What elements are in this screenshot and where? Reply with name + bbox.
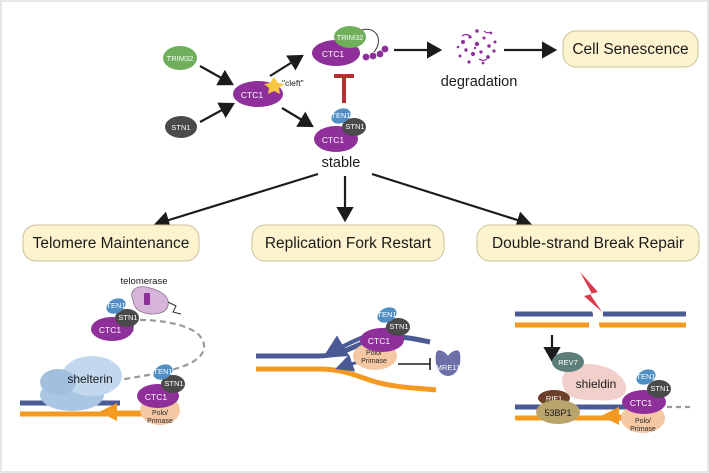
svg-text:Primase: Primase bbox=[361, 358, 387, 365]
svg-text:Polo/: Polo/ bbox=[366, 350, 382, 357]
svg-text:CTC1: CTC1 bbox=[368, 336, 390, 346]
svg-text:STN1: STN1 bbox=[389, 322, 408, 331]
svg-text:RIF1: RIF1 bbox=[546, 394, 562, 403]
dsb-repair-box: Double-strand Break Repair bbox=[476, 224, 700, 262]
svg-text:TEN1: TEN1 bbox=[153, 367, 172, 376]
telomerase-label: telomerase bbox=[121, 276, 168, 287]
shelterin-complex: shelterin bbox=[40, 356, 122, 411]
arrow-to-dsb-repair bbox=[371, 172, 533, 229]
degradation-fragments bbox=[456, 29, 497, 65]
mre11-protein: MRE11 bbox=[435, 350, 461, 376]
svg-text:Polo/: Polo/ bbox=[635, 418, 651, 425]
53bp1-protein: 53BP1 bbox=[536, 400, 580, 424]
replication-fork-restart-label: Replication Fork Restart bbox=[265, 235, 432, 252]
svg-text:CTC1: CTC1 bbox=[145, 392, 167, 402]
fork-panel: Polo/ Primase CTC1 STN1 TEN1 MRE11 bbox=[256, 307, 461, 393]
ctc1-trim32-ubiquitinated: CTC1 TRIM32 bbox=[312, 26, 389, 66]
dsb-repair-label: Double-strand Break Repair bbox=[492, 235, 684, 252]
stn1-label: STN1 bbox=[171, 123, 190, 132]
svg-text:TEN1: TEN1 bbox=[331, 111, 350, 120]
svg-text:CTC1: CTC1 bbox=[322, 135, 344, 145]
shelterin-label: shelterin bbox=[67, 372, 112, 386]
rev7-protein: REV7 bbox=[552, 352, 584, 372]
lightning-bolt-icon bbox=[580, 272, 602, 312]
dsb-panel: shieldin REV7 RIF1 53BP1 Polo/ Primase C… bbox=[515, 272, 690, 433]
cell-senescence-box: Cell Senescence bbox=[562, 30, 699, 68]
replication-fork-restart-box: Replication Fork Restart bbox=[251, 224, 445, 262]
svg-text:REV7: REV7 bbox=[558, 358, 578, 367]
telomere-overhang bbox=[99, 318, 206, 382]
inhibition-bar bbox=[334, 74, 354, 103]
cleft-label: "cleft" bbox=[282, 78, 304, 88]
svg-text:STN1: STN1 bbox=[345, 122, 364, 131]
arrow-stn1-to-ctc1 bbox=[199, 102, 235, 123]
svg-text:STN1: STN1 bbox=[164, 379, 183, 388]
arrow-trim32-to-ctc1 bbox=[199, 65, 234, 86]
svg-text:CTC1: CTC1 bbox=[630, 398, 652, 408]
svg-text:TEN1: TEN1 bbox=[636, 372, 655, 381]
arrow-ctc1-to-trim32-complex bbox=[269, 54, 304, 77]
svg-text:MRE11: MRE11 bbox=[436, 363, 460, 372]
svg-text:CTC1: CTC1 bbox=[322, 49, 344, 59]
trim32-protein: TRIM32 bbox=[163, 46, 197, 70]
degradation-label: degradation bbox=[441, 74, 518, 90]
stn1-protein: STN1 bbox=[165, 116, 197, 138]
svg-text:Primase: Primase bbox=[147, 418, 173, 425]
svg-text:53BP1: 53BP1 bbox=[544, 408, 571, 418]
cst-complex-stable: CTC1 STN1 TEN1 bbox=[314, 108, 366, 152]
svg-text:CTC1: CTC1 bbox=[99, 325, 121, 335]
ctc1-label: CTC1 bbox=[241, 90, 263, 100]
svg-text:Polo/: Polo/ bbox=[152, 410, 168, 417]
svg-text:STN1: STN1 bbox=[650, 384, 669, 393]
stable-label: stable bbox=[322, 155, 361, 171]
telomere-panel: telomerase CTC1 STN1 TEN1 shelterin bbox=[20, 276, 206, 425]
svg-text:TEN1: TEN1 bbox=[377, 310, 396, 319]
trim32-label: TRIM32 bbox=[167, 54, 194, 63]
svg-text:TRIM32: TRIM32 bbox=[337, 33, 364, 42]
telomere-maintenance-label: Telomere Maintenance bbox=[33, 235, 190, 252]
fork-strand-orange bbox=[256, 366, 437, 393]
svg-text:Primase: Primase bbox=[630, 426, 656, 433]
cell-senescence-label: Cell Senescence bbox=[572, 41, 688, 58]
dsb-break bbox=[591, 308, 601, 331]
svg-text:TEN1: TEN1 bbox=[106, 301, 125, 310]
shieldin-label: shieldin bbox=[576, 377, 617, 391]
arrow-to-telomere-maintenance bbox=[153, 172, 319, 229]
arrow-ctc1-to-cst-complex bbox=[281, 107, 314, 128]
svg-text:STN1: STN1 bbox=[118, 313, 137, 322]
telomere-maintenance-box: Telomere Maintenance bbox=[22, 224, 200, 262]
ctc1-protein-cleft: CTC1 "cleft" bbox=[233, 77, 304, 107]
shieldin-complex: shieldin bbox=[562, 364, 627, 401]
telomerase-enzyme bbox=[131, 286, 182, 315]
